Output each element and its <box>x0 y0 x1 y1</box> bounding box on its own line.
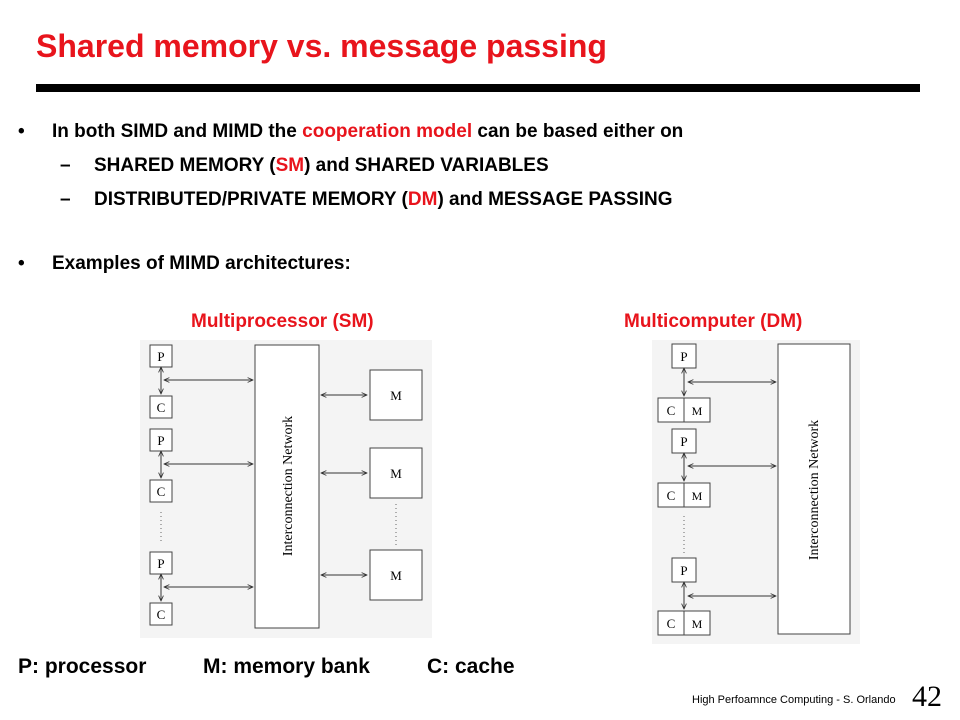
slide-title: Shared memory vs. message passing <box>36 28 607 64</box>
computer-node-1: P C M <box>657 343 776 423</box>
processor-label: P <box>157 556 164 571</box>
processor-node-3: P C <box>149 551 253 626</box>
footer-text: High Perfoamnce Computing - S. Orlando <box>692 694 896 706</box>
cache-label: C <box>667 403 676 418</box>
memory-label: M <box>390 388 402 403</box>
caption-multicomputer: Multicomputer (DM) <box>624 311 803 332</box>
processor-label: P <box>680 434 687 449</box>
multiprocessor-diagram: P C P C P C Interconnection Network M M <box>140 340 432 638</box>
bullet-2: Examples of MIMD architectures: <box>52 253 351 274</box>
memory-bank-3: M <box>321 549 423 601</box>
cache-label: C <box>157 607 166 622</box>
sub-bullet-dash-2: – <box>60 189 71 210</box>
title-divider <box>36 84 920 92</box>
bullet-1-text-a: In both SIMD and MIMD the <box>52 121 303 142</box>
memory-label: M <box>692 404 703 418</box>
caption-multiprocessor: Multiprocessor (SM) <box>191 311 374 332</box>
sub-bullet-1-text-a: SHARED MEMORY ( <box>94 155 276 176</box>
sub-bullet-2-highlight: DM <box>407 189 438 210</box>
memory-label: M <box>692 489 703 503</box>
bullet-marker-1: • <box>18 121 25 142</box>
sub-bullet-2-text-a: DISTRIBUTED/PRIVATE MEMORY ( <box>94 189 408 210</box>
processor-label: P <box>157 349 164 364</box>
processor-node-2: P C <box>149 428 253 503</box>
processor-label: P <box>680 563 687 578</box>
sub-bullet-dash-1: – <box>60 155 71 176</box>
sub-bullet-1-text-b: ) and SHARED VARIABLES <box>304 155 549 176</box>
memory-label: M <box>692 617 703 631</box>
processor-label: P <box>680 349 687 364</box>
network-label: Interconnection Network <box>807 420 822 560</box>
interconnection-network: Interconnection Network <box>254 344 320 629</box>
cache-label: C <box>667 616 676 631</box>
legend-processor: P: processor <box>18 655 147 678</box>
cache-label: C <box>157 484 166 499</box>
network-label: Interconnection Network <box>281 416 296 556</box>
cache-label: C <box>667 488 676 503</box>
memory-bank-1: M <box>321 369 423 421</box>
cache-label: C <box>157 400 166 415</box>
bullet-marker-2: • <box>18 253 25 274</box>
page-number: 42 <box>912 680 942 713</box>
sub-bullet-1: SHARED MEMORY (SM) and SHARED VARIABLES <box>94 155 549 177</box>
interconnection-network: Interconnection Network <box>777 343 851 635</box>
legend-memory-bank: M: memory bank <box>203 655 370 678</box>
computer-node-3: P C M <box>657 557 776 636</box>
bullet-1: In both SIMD and MIMD the cooperation mo… <box>52 121 683 143</box>
multicomputer-diagram: P C M P C M P C M Interconnection Networ… <box>652 340 860 644</box>
computer-node-2: P C M <box>657 428 776 508</box>
processor-node-1: P C <box>149 344 253 419</box>
sub-bullet-2: DISTRIBUTED/PRIVATE MEMORY (DM) and MESS… <box>94 189 673 211</box>
sub-bullet-1-highlight: SM <box>275 155 305 176</box>
bullet-1-text-b: can be based either on <box>472 121 684 142</box>
processor-label: P <box>157 433 164 448</box>
legend-cache: C: cache <box>427 655 515 678</box>
sub-bullet-2-text-b: ) and MESSAGE PASSING <box>437 189 673 210</box>
memory-bank-2: M <box>321 447 423 499</box>
memory-label: M <box>390 466 402 481</box>
memory-label: M <box>390 568 402 583</box>
bullet-1-highlight: cooperation model <box>302 121 473 142</box>
